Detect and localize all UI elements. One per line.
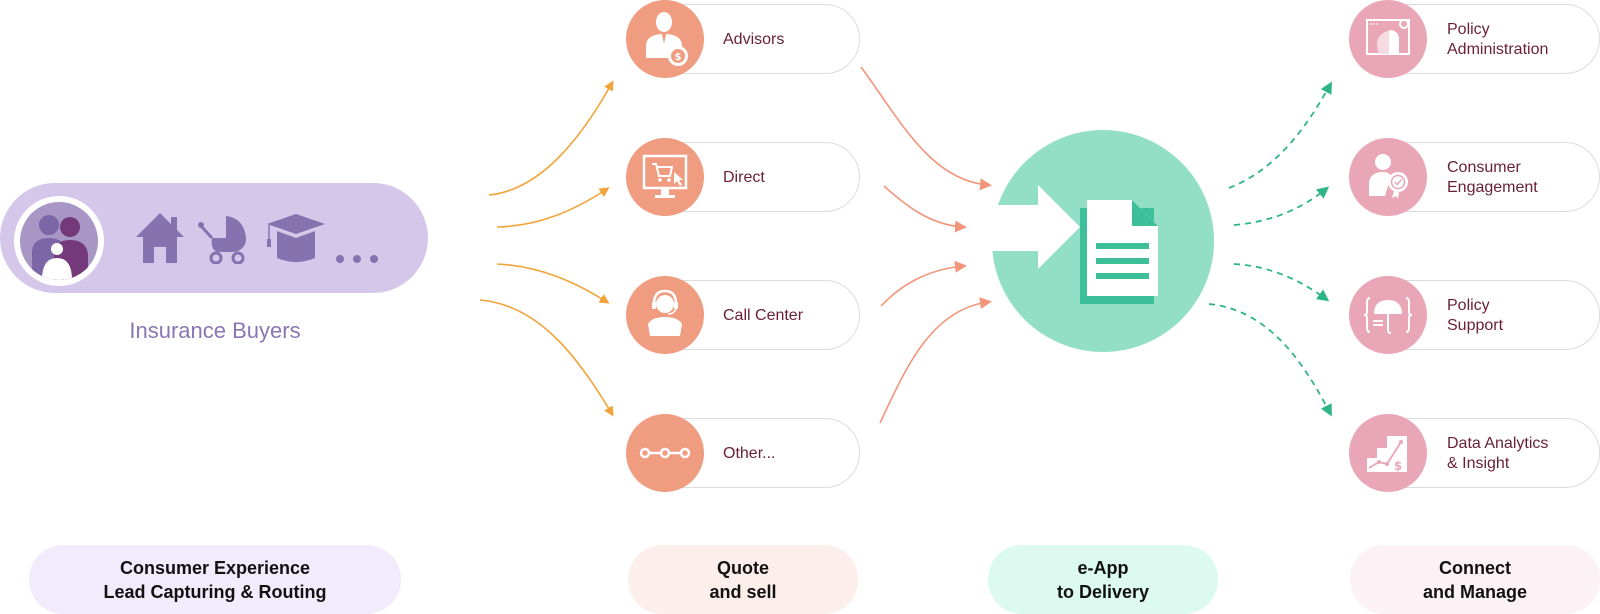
stage-line1: Quote	[717, 557, 769, 578]
arrow-direct-to-eapp	[883, 185, 967, 233]
stage-eapp-to-delivery: e-App to Delivery	[988, 545, 1218, 614]
ellipsis-icon	[336, 255, 378, 263]
stage-line2: and sell	[709, 581, 777, 602]
policy-support-circle	[1349, 276, 1427, 354]
arrow-eapp-to-data-analytics	[1208, 303, 1332, 417]
manage-label-line1: Consumer	[1447, 159, 1521, 176]
stroller-icon	[198, 216, 246, 264]
arrow-buyers-to-other	[479, 299, 614, 417]
person-badge-icon	[1369, 154, 1408, 199]
stage-line1: Consumer Experience	[119, 557, 311, 578]
manage-label: Policy Administration	[1447, 20, 1548, 60]
advisor-circle: $	[626, 0, 704, 78]
family-icon	[20, 202, 98, 280]
arrow-advisors-to-eapp	[860, 66, 992, 191]
arrow-buyers-to-call-center	[496, 263, 610, 304]
graduation-cap-icon	[267, 214, 325, 262]
monitor-cart-icon	[642, 154, 688, 198]
manage-label-line2: Engagement	[1447, 179, 1538, 196]
arrow-buyers-to-advisors	[488, 80, 614, 196]
arrow-eapp-to-consumer-engagement	[1233, 186, 1330, 226]
manage-label-line2: & Insight	[1447, 455, 1510, 472]
admin-window-gear-icon	[1366, 19, 1410, 55]
manage-label-line2: Support	[1447, 317, 1504, 334]
svg-text:$: $	[675, 52, 682, 63]
manage-label-line2: Administration	[1447, 41, 1549, 58]
insurance-buyers-label: Insurance Buyers	[129, 318, 301, 343]
channel-label: Other...	[723, 445, 776, 462]
document-arrow-icon	[992, 185, 1158, 304]
house-icon	[136, 213, 184, 263]
stage-line2: and Manage	[1422, 581, 1528, 602]
stage-line1: Connect	[1439, 557, 1511, 578]
stage-line2: Lead Capturing & Routing	[103, 581, 327, 602]
channel-label: Call Center	[723, 307, 804, 324]
growth-chart-dollar-icon: $	[1367, 436, 1407, 473]
channel-label: Direct	[723, 169, 765, 186]
umbrella-document-icon	[1363, 297, 1413, 334]
manage-label-line1: Data Analytics	[1447, 435, 1549, 452]
manage-label: Policy Support	[1447, 296, 1503, 336]
arrow-other-to-eapp	[879, 297, 992, 424]
manage-label: Consumer Engagement	[1447, 158, 1538, 198]
arrow-buyers-to-direct	[496, 187, 610, 228]
other-circle	[626, 414, 704, 492]
manage-label: Data Analytics & Insight	[1447, 434, 1548, 474]
data-analytics-circle: $	[1349, 414, 1427, 492]
manage-label-line1: Policy	[1447, 297, 1490, 314]
arrow-eapp-to-policy-support	[1233, 263, 1330, 302]
direct-circle	[626, 138, 704, 216]
stage-connect-and-manage: Connect and Manage	[1350, 545, 1600, 614]
advisor-dollar-icon: $	[646, 12, 688, 66]
headset-agent-icon	[648, 289, 682, 336]
arrow-call-center-to-eapp	[880, 260, 967, 307]
call-center-circle	[626, 276, 704, 354]
stage-quote-and-sell: Quote and sell	[628, 545, 858, 614]
stage-line1: e-App	[1077, 557, 1129, 578]
channel-label: Advisors	[723, 31, 785, 48]
stage-line2: to Delivery	[1056, 581, 1150, 602]
connected-dots-icon	[639, 447, 691, 459]
family-avatar	[14, 196, 104, 286]
consumer-engagement-circle	[1349, 138, 1427, 216]
arrow-eapp-to-policy-admin	[1228, 81, 1332, 189]
svg-text:$: $	[1394, 459, 1402, 473]
policy-admin-circle	[1349, 0, 1427, 78]
manage-label-line1: Policy	[1447, 21, 1490, 38]
